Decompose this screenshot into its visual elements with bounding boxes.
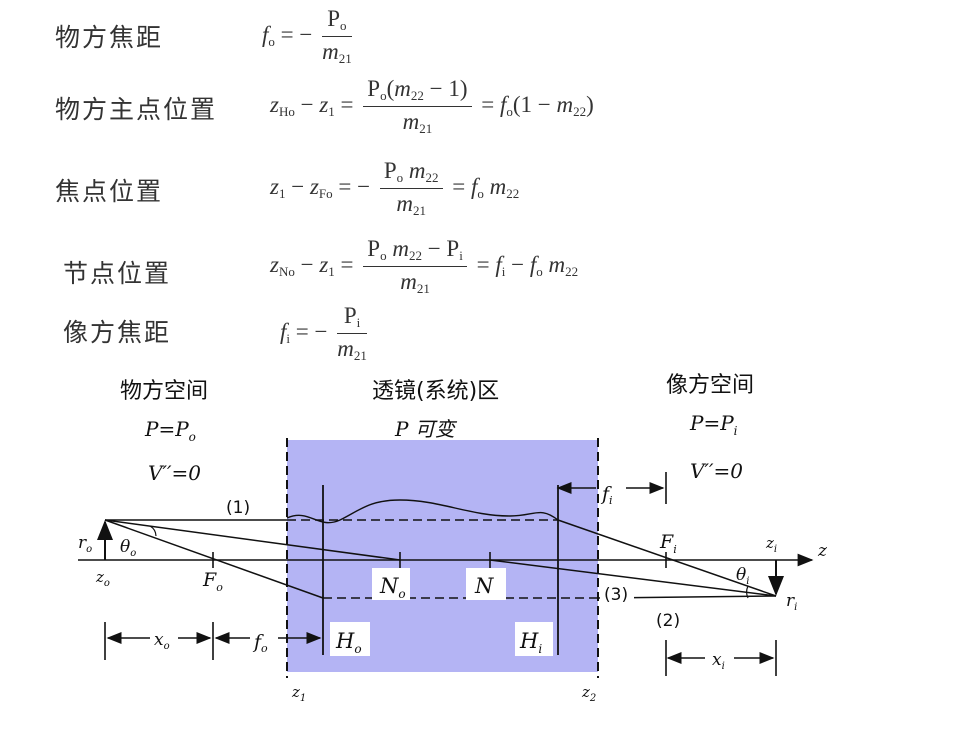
svg-text:xo: xo [154,630,170,652]
image-space-p: P=Pi [689,411,738,438]
principal-object-label: 物方主点位置 [55,95,218,124]
nodal-position-label: 节点位置 [63,259,172,288]
nodal-label-box-object [372,568,410,600]
image-space-title: 像方空间 [666,373,754,398]
image-space-v: V′′=0 [690,459,743,483]
lens-region-title: 透镜(系统)区 [372,379,499,404]
svg-text:ri: ri [786,591,797,613]
ray-3-image [489,559,777,597]
focus-position-label: 焦点位置 [55,177,164,206]
nodal-label-box-image [466,568,506,600]
svg-text:Fi: Fi [659,531,677,556]
focal-image-label: 像方焦距 [63,318,172,347]
ray-3-label-box [600,583,634,605]
principal-label-box-image [515,622,553,656]
svg-text:zi: zi [765,534,777,555]
ray-1-image [557,519,777,597]
svg-text:z2: z2 [581,683,596,704]
svg-text:N: N [474,574,494,598]
svg-text:Hi: Hi [519,629,542,656]
svg-text:ro: ro [78,533,92,555]
svg-text:zo: zo [95,568,110,589]
angle-object-arc [149,525,157,537]
svg-text:xi: xi [712,650,725,672]
lens-region-p: P 可变 [394,417,458,441]
ray-label-3: (3) [604,585,628,605]
svg-text:Fo: Fo [202,569,223,594]
axis-label: z [817,541,828,561]
ray-3-object [104,519,401,561]
svg-text:fi: fi [600,483,613,507]
svg-text:θi: θi [736,565,749,587]
object-space-title: 物方空间 [120,379,208,404]
ray-1-lens [286,499,559,524]
ray-label-2: (2) [656,611,680,631]
svg-text:θo: θo [120,537,136,559]
object-space-p: P=Po [144,417,196,444]
svg-text:fo: fo [252,631,268,655]
principal-object-formula: zHo − z1 = Po(m22 − 1)m21 = fo(1 − m22) [270,76,594,136]
focal-object-label: 物方焦距 [55,23,164,52]
angle-image-arc [746,585,749,599]
principal-label-box-object [330,622,370,656]
svg-text:z1: z1 [291,683,306,704]
ray-2-object [104,519,324,599]
ray-label-1: (1) [226,498,250,518]
object-space-v: V′′=0 [148,461,201,485]
